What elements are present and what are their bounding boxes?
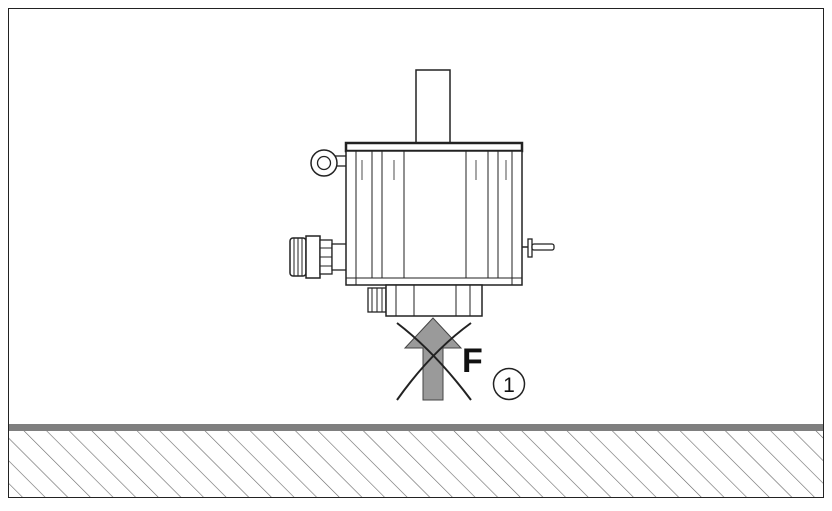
- motor-shaft: [415, 69, 451, 147]
- ground-surface-line: [9, 424, 823, 431]
- motor-flange: [385, 284, 483, 317]
- lifting-eye: [310, 149, 349, 177]
- callout-number: 1: [503, 374, 515, 397]
- force-label: F: [462, 342, 483, 380]
- diagram-border: [8, 8, 824, 498]
- motor-housing: [344, 141, 524, 286]
- arrow-up-icon: [403, 317, 463, 401]
- cross-icon: [396, 322, 472, 401]
- side-pin: [522, 238, 555, 258]
- callout-circle: [492, 367, 526, 401]
- cable-connector: [289, 235, 349, 279]
- ground-hatching: [9, 431, 823, 497]
- bottom-connector: [367, 287, 387, 313]
